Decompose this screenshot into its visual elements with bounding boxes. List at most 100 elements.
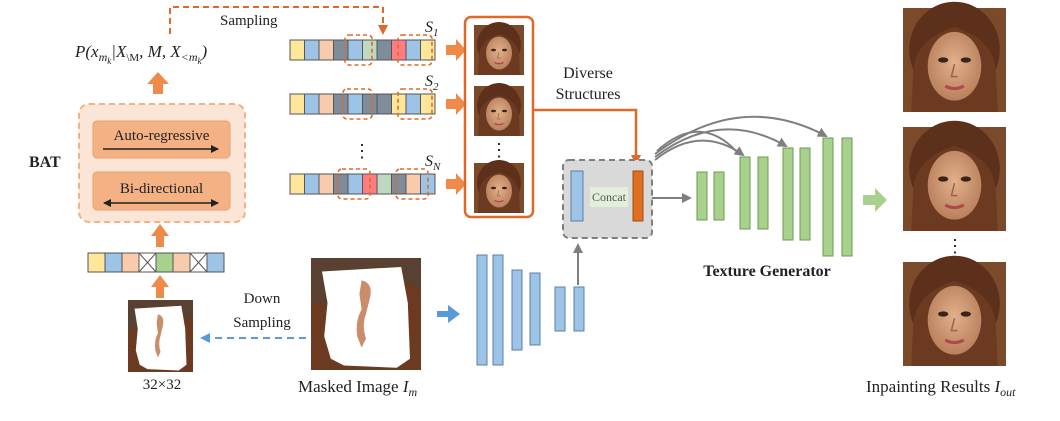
low-res-image-content [128, 300, 193, 372]
encoder-feature-3 [511, 269, 523, 351]
token-cell [420, 39, 436, 61]
token-cell [206, 252, 225, 273]
token-cell [87, 252, 106, 273]
sequence-letter: S [425, 73, 433, 90]
token-cell [376, 93, 392, 115]
sampled-token-highlight [395, 168, 429, 200]
generator-feature-8 [841, 137, 853, 257]
result-face-2 [901, 119, 1008, 233]
results-ellipsis: ⋮ [946, 236, 964, 256]
token-cell [155, 252, 174, 273]
encoder-feature-1 [476, 254, 488, 366]
token-cell [391, 93, 407, 115]
formula-sub: m [99, 50, 108, 64]
sequence-subscript: N [432, 161, 441, 173]
token-cell [391, 39, 407, 61]
sequence-s2-strip [289, 93, 436, 115]
diverse-structures-label-line1: Diverse [563, 65, 613, 82]
bat-label: BAT [29, 154, 61, 171]
auto-regressive-label: Auto-regressive [114, 128, 210, 144]
sequence-subscript: 2 [433, 81, 439, 93]
token-cell [362, 93, 378, 115]
token-cell [172, 252, 191, 273]
token-cell [347, 93, 363, 115]
sequence-s1-strip [289, 39, 436, 61]
tokens-to-bat-arrow [151, 224, 169, 247]
token-cell [405, 173, 421, 195]
generator-feature-4 [757, 156, 769, 230]
encoder-feature-2 [492, 254, 504, 366]
formula-part: P(x [74, 42, 99, 61]
sequence-s1-to-face-arrow [446, 39, 466, 61]
sampled-token-highlight [337, 168, 371, 200]
sequence-letter: S [425, 19, 433, 36]
token-cell [376, 173, 392, 195]
encoder-feature-5 [554, 286, 566, 332]
masked-image-var: I [402, 377, 410, 396]
diverse-structures-label-line2: Structures [556, 86, 621, 103]
down-sampling-label-line2: Sampling [233, 315, 291, 331]
sampling-label: Sampling [220, 13, 278, 29]
result-face-image [901, 0, 1008, 114]
token-cell [104, 252, 123, 273]
skip-connection-3 [654, 115, 828, 155]
encoder-feature-4 [529, 272, 541, 346]
structures-to-concat-arrow [533, 108, 641, 165]
skip-connection-2 [654, 128, 788, 158]
concat-structure-feature [632, 170, 644, 222]
generator-feature-5 [782, 147, 794, 241]
formula-part: |X [111, 42, 127, 61]
formula-sub: k [197, 56, 202, 66]
masked-image-label: Masked Image Im [298, 377, 417, 399]
sequence-sN-to-face-arrow [446, 173, 466, 195]
generator-feature-3 [739, 156, 751, 230]
inpainting-results-label: Inpainting Results Iout [866, 377, 1016, 399]
texture-generator-label: Texture Generator [703, 263, 831, 280]
sequence-sN-strip [289, 173, 436, 195]
sequence-s2-label: S2 [425, 73, 439, 93]
sequence-s2-to-face-arrow [446, 93, 466, 115]
token-cell [347, 39, 363, 61]
image-to-tokens-arrow [151, 275, 169, 298]
low-res-masked-image [128, 300, 193, 372]
likelihood-formula: P(xmk|X\M, M, X<mk) [74, 42, 207, 66]
formula-part: ) [200, 42, 207, 61]
sampled-token-highlight [342, 88, 373, 120]
sampled-token-highlight [397, 88, 433, 120]
sequence-sN-label: SN [425, 153, 441, 173]
structure-face-image [473, 21, 525, 76]
token-cell [420, 93, 436, 115]
token-cell [362, 39, 378, 61]
sequence-letter: S [425, 153, 433, 170]
token-cell [391, 173, 407, 195]
generator-feature-7 [822, 137, 834, 257]
generator-feature-1 [696, 171, 708, 221]
token-cell [289, 39, 305, 61]
structure-face-image [473, 159, 525, 214]
token-cell [318, 93, 334, 115]
structure-face-1 [473, 21, 525, 76]
token-cell [347, 173, 363, 195]
token-cell [333, 39, 349, 61]
token-cell [121, 252, 140, 273]
token-cell [289, 93, 305, 115]
structure-ellipsis: ⋮ [490, 140, 508, 160]
structure-face-image [473, 82, 525, 137]
masked-image-content [311, 258, 421, 370]
token-cell [405, 39, 421, 61]
generator-to-results-arrow [863, 188, 887, 212]
token-cell [405, 93, 421, 115]
inpainting-var: I [993, 377, 1001, 396]
result-face-1 [901, 0, 1008, 114]
token-cell [304, 39, 320, 61]
formula-part: , M, X [139, 42, 181, 61]
inpainting-sub: out [1000, 385, 1016, 399]
formula-sub: <m [181, 50, 198, 64]
formula-sub: k [107, 56, 112, 66]
result-face-image [901, 119, 1008, 233]
masked-token-cross [138, 252, 157, 273]
concat-label: Concat [592, 190, 627, 204]
structure-face-2 [473, 82, 525, 137]
masked-image [311, 258, 421, 370]
